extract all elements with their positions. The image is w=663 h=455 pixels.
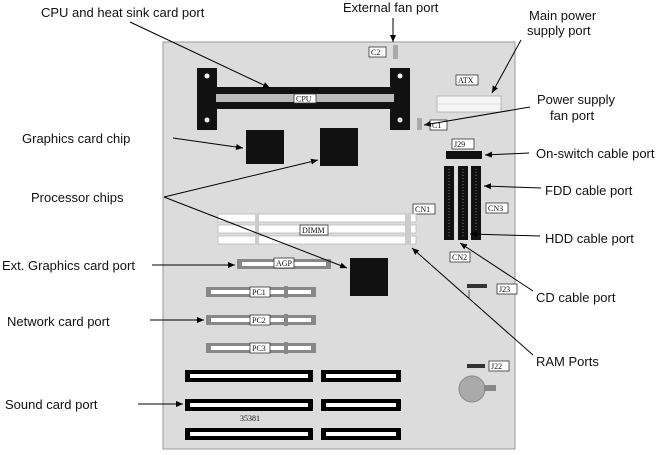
- label-hdd: HDD cable port: [545, 231, 634, 246]
- atx-tag: ATX: [458, 76, 474, 85]
- label-fdd: FDD cable port: [545, 183, 633, 198]
- processor-chip-bottom: [350, 258, 388, 296]
- label-main-power: Main power: [529, 8, 597, 23]
- cpu-tag: CPU: [296, 95, 312, 104]
- label-cpu-port: CPU and heat sink card port: [41, 5, 205, 20]
- cpu-socket: CPU: [197, 68, 410, 130]
- pointer-main-power: [491, 39, 522, 94]
- c1-tag: C1: [432, 121, 441, 130]
- label-ram: RAM Ports: [536, 354, 599, 369]
- pointer-processor-bottom: [163, 196, 348, 269]
- label-ext-fan: External fan port: [343, 0, 439, 15]
- j23-header: J23: [467, 283, 518, 298]
- atx-connector: ATX: [436, 74, 502, 113]
- j22-header: J22: [467, 360, 510, 372]
- c2-fan-header: C2: [368, 45, 398, 59]
- label-network: Network card port: [7, 314, 110, 329]
- label-psu-fan-2: fan port: [550, 108, 594, 123]
- pointer-ram: [411, 247, 534, 356]
- board-serial: 35381: [240, 414, 260, 423]
- pci-slot-1: PC1: [206, 286, 316, 298]
- j29-tag: J29: [454, 140, 465, 149]
- label-graphics-chip: Graphics card chip: [22, 131, 130, 146]
- pointer-cd: [459, 242, 534, 292]
- pointer-processor-top: [163, 158, 319, 198]
- pointer-psu-fan: [423, 106, 531, 127]
- cn2-tag: CN2: [452, 253, 467, 262]
- pointer-on-switch: [484, 151, 530, 158]
- ide-connectors: CN1 CN3 CN2: [412, 166, 509, 263]
- dimm-slots: DIMM: [217, 213, 417, 245]
- agp-tag: AGP: [276, 259, 293, 268]
- agp-slot: AGP: [237, 257, 331, 269]
- graphics-chip: [246, 130, 284, 164]
- pointer-hdd: [469, 231, 541, 238]
- label-processor-chips: Processor chips: [31, 190, 124, 205]
- cn1-tag: CN1: [415, 205, 430, 214]
- cmos-battery: [458, 375, 496, 403]
- label-main-power-2: supply port: [527, 23, 591, 38]
- pci-slot-3: PC3: [206, 342, 316, 354]
- j22-tag: J22: [491, 362, 502, 371]
- cn3-tag: CN3: [488, 204, 503, 213]
- dimm-tag: DIMM: [302, 226, 325, 235]
- label-psu-fan: Power supply: [537, 92, 616, 107]
- label-on-switch: On-switch cable port: [536, 146, 655, 161]
- pointer-graphics-chip: [172, 137, 244, 150]
- pointer-fdd: [483, 183, 542, 190]
- pc1-tag: PC1: [252, 288, 266, 297]
- j29-switch-header: J29: [446, 138, 482, 159]
- isa-slots: 35381: [185, 370, 401, 440]
- pc2-tag: PC2: [252, 316, 266, 325]
- label-sound: Sound card port: [5, 397, 98, 412]
- pointer-cpu-port: [129, 21, 271, 89]
- processor-chip-top: [320, 128, 358, 166]
- j23-tag: J23: [499, 285, 510, 294]
- pc3-tag: PC3: [252, 344, 266, 353]
- label-ext-graphics: Ext. Graphics card port: [2, 258, 135, 273]
- pci-slot-2: PC2: [206, 314, 316, 326]
- label-cd: CD cable port: [536, 290, 616, 305]
- c2-tag: C2: [371, 48, 380, 57]
